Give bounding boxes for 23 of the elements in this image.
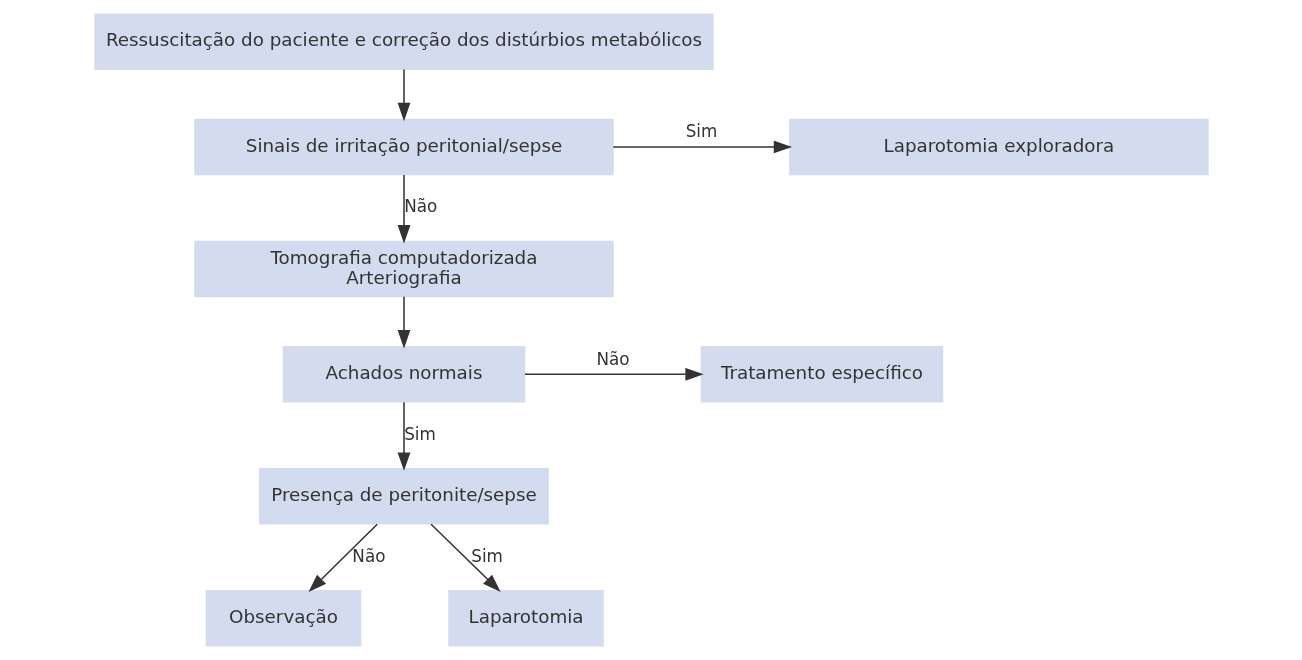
node-box: Sinais de irritação peritonial/sepse [193,118,614,176]
node-box: Achados normais [282,346,525,403]
node-box: Ressuscitação do paciente e correção dos distúrbios metabólicos [93,13,714,70]
node-box: Laparotomia [447,590,604,647]
node-box: Observação [205,590,361,647]
node-box: Tomografia computadorizada Arteriografia [193,240,614,298]
edge-label: Não [351,545,385,566]
node-box: Presença de peritonite/sepse [258,468,549,525]
arrow [429,523,501,593]
arrow [308,523,378,593]
edge-label: Não [403,196,437,217]
arrow [397,296,410,349]
edge-label: Sim [403,423,436,444]
edge-label: Não [595,348,630,369]
arrow [612,140,792,154]
arrow [397,174,410,244]
edge-label: Sim [685,121,717,142]
node-box: Tratamento específico [700,346,943,403]
arrow [397,68,410,122]
edge-label: Sim [470,545,503,566]
arrow [523,367,704,381]
node-box: Laparotomia exploradora [788,118,1209,176]
arrow [397,401,410,471]
